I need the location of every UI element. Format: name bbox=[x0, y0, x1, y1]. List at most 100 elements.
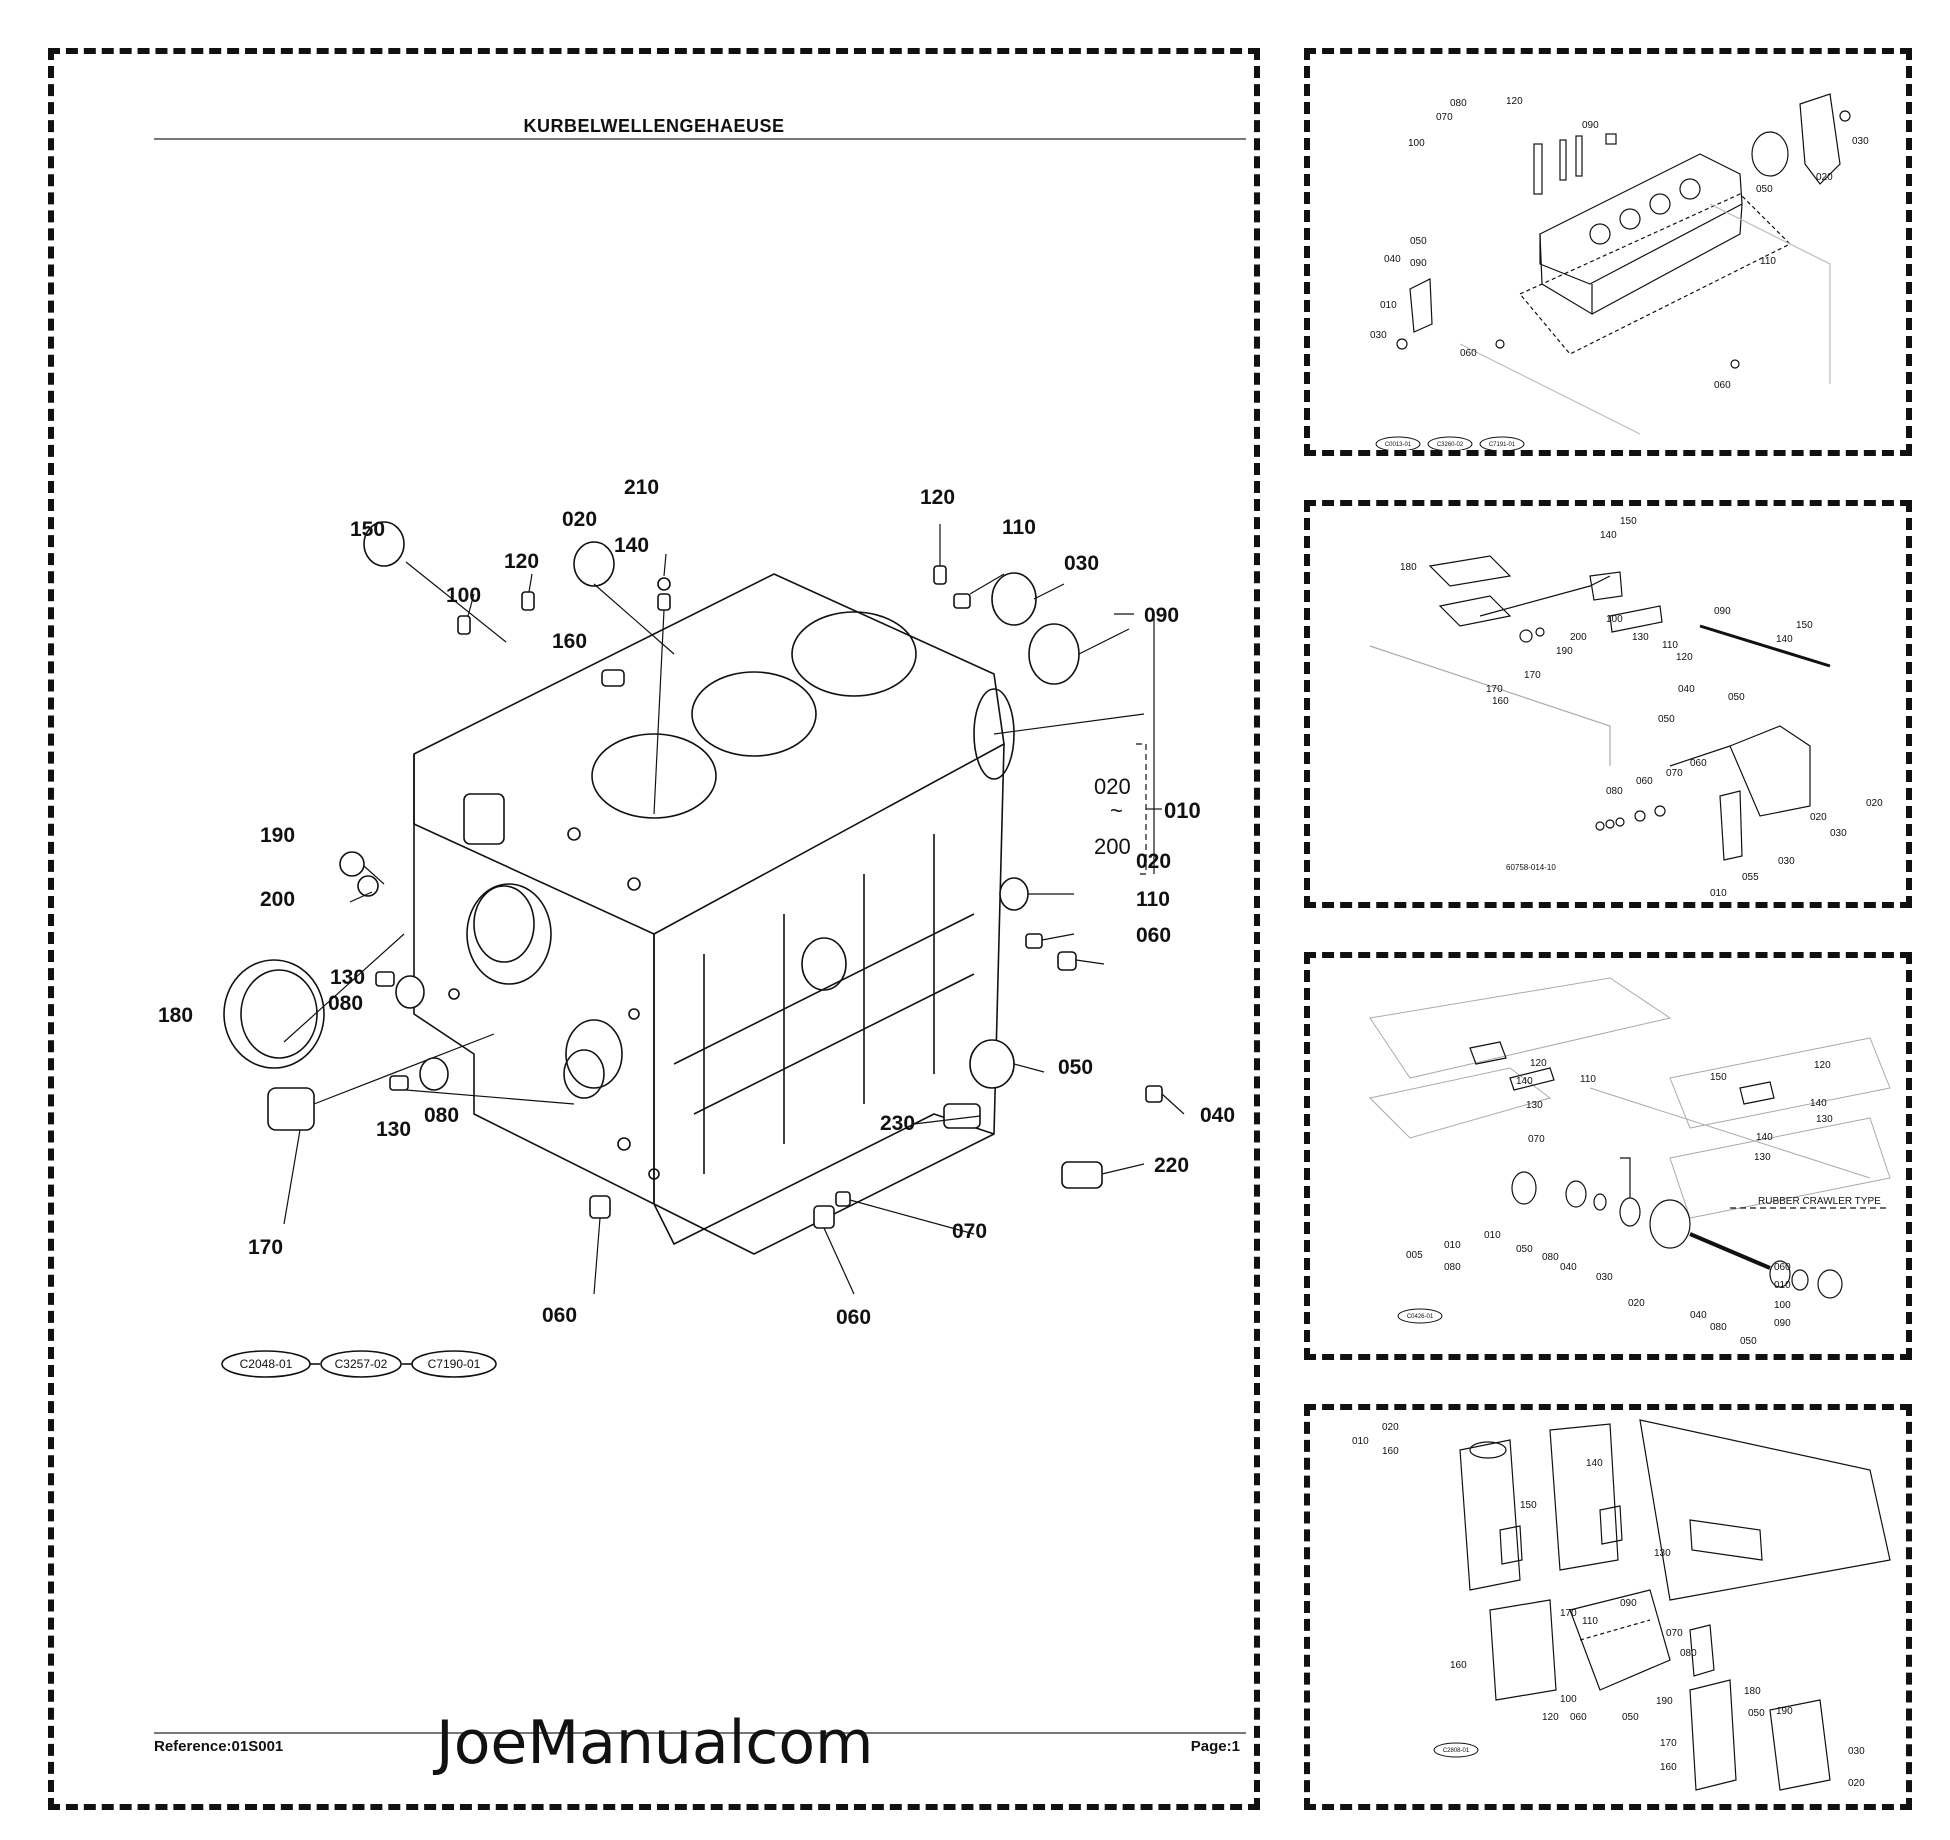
range-label: 200 bbox=[1094, 834, 1131, 859]
part-label: 140 bbox=[1810, 1098, 1827, 1109]
part-label: 130 bbox=[376, 1118, 411, 1141]
flow-code: C7190-01 bbox=[428, 1357, 481, 1371]
part-dowel-120 bbox=[521, 591, 535, 611]
part-label: 070 bbox=[952, 1220, 987, 1243]
part-label: 060 bbox=[1636, 776, 1653, 787]
range-label: ~ bbox=[1110, 798, 1123, 823]
part-plug-050 bbox=[969, 1039, 1015, 1089]
part-plug-090 bbox=[1028, 623, 1080, 685]
part-label: 010 bbox=[1380, 300, 1397, 311]
part-label: 170 bbox=[248, 1236, 283, 1259]
part-label: 030 bbox=[1848, 1746, 1865, 1757]
part-label: 070 bbox=[1666, 768, 1683, 779]
part-label: 100 bbox=[1560, 1694, 1577, 1705]
part-label: 040 bbox=[1690, 1310, 1707, 1321]
range-group-label: 010 bbox=[1164, 798, 1201, 823]
part-label: 140 bbox=[1516, 1076, 1533, 1087]
part-label: 080 bbox=[1542, 1252, 1559, 1263]
part-label: 140 bbox=[1776, 634, 1793, 645]
part-label: 200 bbox=[1570, 632, 1587, 643]
part-label: 010 bbox=[1444, 1240, 1461, 1251]
part-label: 110 bbox=[1760, 256, 1776, 267]
cylinder-bore bbox=[791, 611, 917, 697]
part-plug-060-bottom bbox=[589, 1195, 611, 1219]
thumbnail-cylinder-head[interactable]: 080 120 070 090 100 030 020 050 110 040 … bbox=[1304, 48, 1912, 456]
part-label: 130 bbox=[1654, 1548, 1671, 1559]
pedal-linkage-diagram: 150 140 180 100 130 110 120 090 150 140 … bbox=[1369, 516, 1883, 899]
part-label: 110 bbox=[1582, 1616, 1598, 1627]
flow-code: C7191-01 bbox=[1489, 442, 1516, 448]
part-label: 140 bbox=[1586, 1458, 1603, 1469]
part-label: 060 bbox=[1136, 924, 1171, 947]
part-plug-060-bottom2 bbox=[813, 1205, 835, 1229]
part-plug-080-lower bbox=[419, 1057, 449, 1091]
part-label: 010 bbox=[1484, 1230, 1501, 1241]
part-label: 020 bbox=[1848, 1778, 1865, 1789]
part-pin-130 bbox=[375, 971, 395, 987]
part-dowel-110 bbox=[953, 593, 971, 609]
flow-code: C2048-01 bbox=[240, 1357, 293, 1371]
part-label: 170 bbox=[1524, 670, 1541, 681]
part-bushing-170 bbox=[267, 1087, 315, 1131]
part-label: 190 bbox=[1776, 1706, 1793, 1717]
block-top-deck bbox=[413, 573, 1005, 935]
thumbnail-covers[interactable]: 020 010 160 140 150 130 090 170 110 070 … bbox=[1304, 1404, 1912, 1810]
part-label: 050 bbox=[1748, 1708, 1765, 1719]
part-label: 020 bbox=[562, 508, 597, 531]
part-label: 220 bbox=[1154, 1154, 1189, 1177]
part-dowel-110-right bbox=[1025, 933, 1043, 949]
part-plug-150 bbox=[363, 521, 405, 567]
part-label: 120 bbox=[1506, 96, 1523, 107]
part-label: 080 bbox=[1680, 1648, 1697, 1659]
part-label: 050 bbox=[1410, 236, 1427, 247]
part-label: 020 bbox=[1816, 172, 1833, 183]
part-label: 020 bbox=[1866, 798, 1883, 809]
part-label: 060 bbox=[1714, 380, 1731, 391]
part-nut-200 bbox=[357, 875, 379, 897]
part-label: 080 bbox=[1450, 98, 1467, 109]
part-label: 030 bbox=[1064, 552, 1099, 575]
variant-note: RUBBER CRAWLER TYPE bbox=[1758, 1196, 1881, 1207]
part-label: 150 bbox=[1520, 1500, 1537, 1511]
part-label: 150 bbox=[1620, 516, 1637, 527]
thumbnail-track-rollers[interactable]: 120 140 110 130 070 150 120 140 130 140 … bbox=[1304, 952, 1912, 1360]
part-label: 030 bbox=[1778, 856, 1795, 867]
part-nut-190 bbox=[339, 851, 365, 877]
part-label: 190 bbox=[260, 824, 295, 847]
part-label: 100 bbox=[1606, 614, 1623, 625]
part-fitting-220 bbox=[1061, 1161, 1103, 1189]
part-label: 180 bbox=[1400, 562, 1417, 573]
part-label: 190 bbox=[1556, 646, 1573, 657]
main-diagram-panel: KURBELWELLENGEHAEUSE bbox=[48, 48, 1260, 1810]
part-label: 110 bbox=[1662, 640, 1678, 651]
part-label: 010 bbox=[1710, 888, 1727, 899]
part-label: 060 bbox=[1570, 1712, 1587, 1723]
track-roller-diagram: 120 140 110 130 070 150 120 140 130 140 … bbox=[1368, 977, 1891, 1347]
thumbnail-pedal-linkage[interactable]: 150 140 180 100 130 110 120 090 150 140 … bbox=[1304, 500, 1912, 908]
part-label: 110 bbox=[1580, 1074, 1596, 1085]
part-label: 180 bbox=[158, 1004, 193, 1027]
part-label: 160 bbox=[552, 630, 587, 653]
part-label: 140 bbox=[1600, 530, 1617, 541]
flow-code: C0013-01 bbox=[1385, 442, 1412, 448]
part-label: 120 bbox=[1676, 652, 1693, 663]
cylinder-bore bbox=[591, 733, 717, 819]
part-label: 080 bbox=[1710, 1322, 1727, 1333]
part-label: 005 bbox=[1406, 1250, 1423, 1261]
part-bolt-160 bbox=[601, 669, 625, 687]
part-plug-020-top bbox=[573, 541, 615, 587]
part-plug-020-right bbox=[999, 877, 1029, 911]
part-label: 010 bbox=[1352, 1436, 1369, 1447]
part-label: 050 bbox=[1740, 1336, 1757, 1347]
part-label: 040 bbox=[1560, 1262, 1577, 1273]
part-plug-030 bbox=[991, 572, 1037, 626]
part-label: 100 bbox=[1774, 1300, 1791, 1311]
part-label: 030 bbox=[1596, 1272, 1613, 1283]
part-label: 060 bbox=[836, 1306, 871, 1329]
block-side-face bbox=[653, 743, 1005, 1255]
part-dowel-100 bbox=[457, 615, 471, 635]
part-label: 055 bbox=[1742, 872, 1759, 883]
part-fitting-140 bbox=[657, 593, 671, 611]
reference-label: Reference:01S001 bbox=[154, 1738, 284, 1755]
flow-code: C3257-02 bbox=[335, 1357, 388, 1371]
